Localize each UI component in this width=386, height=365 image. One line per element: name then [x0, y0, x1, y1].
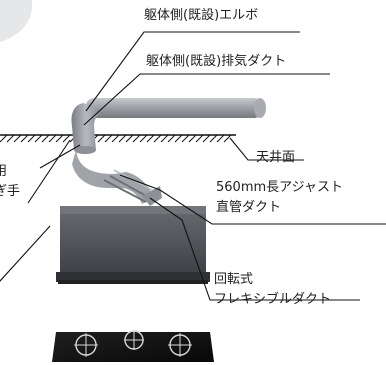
label-flexible-duct-line1: 回転式 [214, 272, 254, 287]
label-existing-elbow: 躯体側(既設)エルボ [144, 8, 259, 23]
flexible-duct [72, 150, 162, 206]
label-flexible-duct-line2: フレキシブルダクト [214, 292, 332, 307]
label-existing-exhaust-duct: 躯体側(既設)排気ダクト [146, 54, 287, 69]
range-hood [56, 206, 210, 284]
label-left-partial-line2: ぎ手 [0, 184, 21, 199]
gas-cooktop [52, 330, 214, 362]
leader-lines [0, 31, 386, 301]
label-adjust-duct-line2: 直管ダクト [216, 200, 282, 215]
label-adjust-duct-line1: 560mm長アジャスト [216, 180, 343, 195]
corner-decoration [0, 0, 33, 42]
label-left-partial-line1: 用 [0, 164, 8, 179]
existing-exhaust-duct [86, 98, 266, 118]
ceiling-surface [0, 134, 236, 143]
label-ceiling-surface: 天井面 [256, 150, 296, 165]
